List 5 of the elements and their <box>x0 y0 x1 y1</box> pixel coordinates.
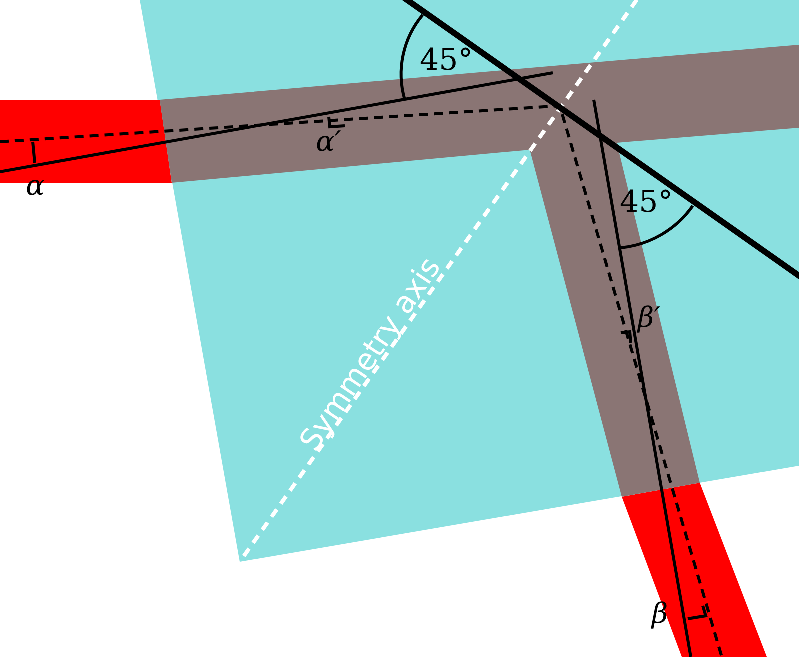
angle-label: β′ <box>638 304 661 332</box>
angle-label: β <box>652 600 668 628</box>
angle-label: α′ <box>316 128 342 156</box>
angle-label: 45° <box>620 188 674 218</box>
angle-label: 45° <box>420 46 474 76</box>
